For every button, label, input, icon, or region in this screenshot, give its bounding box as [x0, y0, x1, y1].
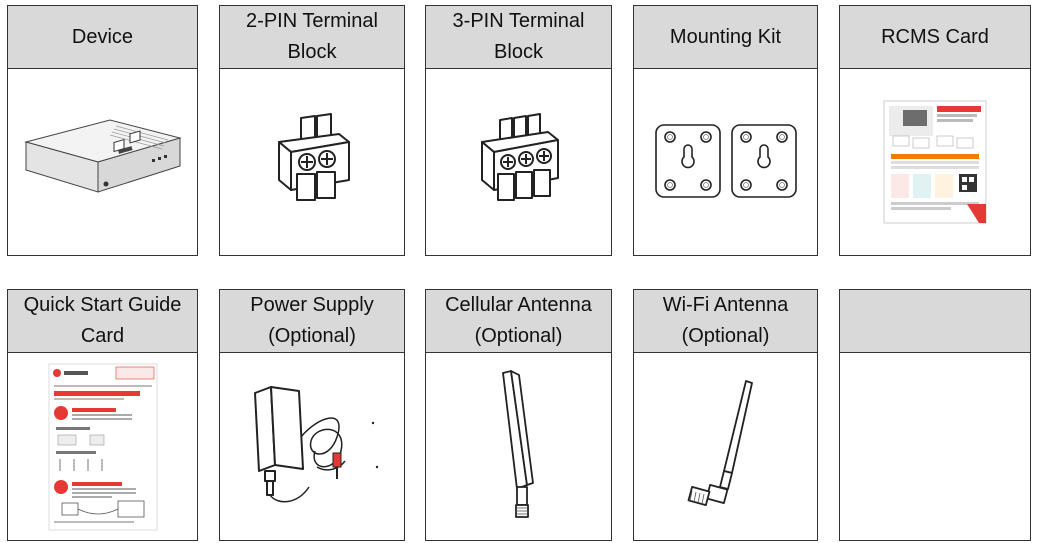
- item-image-area: [634, 353, 817, 540]
- item-image-area: [8, 69, 197, 255]
- item-title: RCMS Card: [840, 6, 1030, 69]
- item-title: Power Supply (Optional): [220, 290, 404, 353]
- item-image-area: [220, 353, 404, 540]
- quick-start-guide-image: [48, 363, 157, 530]
- item-image-area: [634, 69, 817, 255]
- package-item-power-supply: Power Supply (Optional): [219, 289, 405, 541]
- package-item-mounting-kit: Mounting Kit: [633, 5, 818, 256]
- item-image-area: [840, 69, 1030, 255]
- item-title: Mounting Kit: [634, 6, 817, 69]
- package-item-2pin-terminal: 2-PIN Terminal Block: [219, 5, 405, 256]
- item-title: 2-PIN Terminal Block: [220, 6, 404, 69]
- package-item-wifi-antenna: Wi-Fi Antenna (Optional): [633, 289, 818, 541]
- terminal-block-2pin-image: [278, 113, 350, 201]
- wifi-antenna-image: [687, 379, 753, 506]
- item-title: 3-PIN Terminal Block: [426, 6, 611, 69]
- item-image-area: [8, 353, 197, 540]
- item-title: [840, 290, 1030, 353]
- cellular-antenna-image: [501, 369, 534, 518]
- package-item-empty: [839, 289, 1031, 541]
- mounting-bracket-image: [654, 124, 797, 198]
- router-device-image: [23, 119, 182, 193]
- package-item-3pin-terminal: 3-PIN Terminal Block: [425, 5, 612, 256]
- package-item-quick-start-guide: Quick Start Guide Card: [7, 289, 198, 541]
- package-item-rcms-card: RCMS Card: [839, 5, 1031, 256]
- package-item-device: Device: [7, 5, 198, 256]
- item-image-area: [840, 353, 1030, 540]
- item-image-area: [426, 353, 611, 540]
- package-item-cellular-antenna: Cellular Antenna (Optional): [425, 289, 612, 541]
- item-title: Wi-Fi Antenna (Optional): [634, 290, 817, 353]
- item-title: Cellular Antenna (Optional): [426, 290, 611, 353]
- item-title: Quick Start Guide Card: [8, 290, 197, 353]
- rcms-card-image: [883, 100, 987, 224]
- item-image-area: [426, 69, 611, 255]
- terminal-block-3pin-image: [480, 113, 559, 201]
- item-title: Device: [8, 6, 197, 69]
- power-adapter-image: [254, 385, 379, 502]
- item-image-area: [220, 69, 404, 255]
